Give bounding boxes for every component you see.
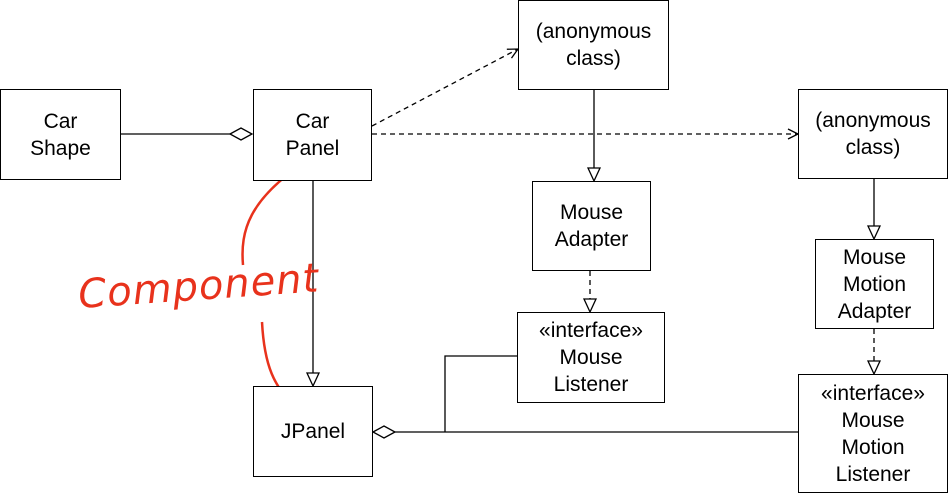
class-anonymous-1[interactable]: (anonymous class) — [518, 0, 669, 90]
class-mouse-motion-adapter-line-2: Motion — [842, 272, 907, 296]
class-anonymous-1-line-1: (anonymous — [535, 20, 652, 43]
class-mouse-adapter[interactable]: Mouse Adapter — [532, 181, 651, 271]
class-mouse-motion-adapter-line-3: Adapter — [837, 299, 912, 323]
interface-mouse-motion-listener-line-3: Motion — [841, 435, 905, 459]
interface-mouse-motion-listener-line-2: Mouse — [841, 408, 905, 432]
aggregation-diamond-carpanel — [228, 127, 254, 141]
interface-mouse-listener-line-2: Mouse — [559, 346, 623, 369]
class-mouse-adapter-line-1: Mouse — [559, 201, 624, 224]
class-car-panel[interactable]: Car Panel — [253, 89, 372, 181]
class-anonymous-1-line-2: class) — [566, 47, 621, 70]
class-car-panel-line-2: Panel — [285, 137, 340, 160]
class-car-panel-line-1: Car — [295, 110, 330, 133]
interface-mouse-listener-line-3: Listener — [553, 373, 629, 396]
class-jpanel-line-1: JPanel — [280, 420, 346, 443]
class-mouse-adapter-line-2: Adapter — [554, 228, 629, 251]
generalization-triangle-jpanel — [305, 372, 321, 388]
realization-triangle-mousemotionlistener — [866, 360, 882, 376]
interface-mouse-listener-line-1: «interface» — [539, 319, 643, 342]
interface-mouse-motion-listener-line-1: «interface» — [821, 381, 925, 405]
class-car-shape[interactable]: Car Shape — [0, 89, 121, 180]
class-anonymous-2-line-2: class) — [845, 136, 901, 159]
class-jpanel[interactable]: JPanel — [253, 386, 373, 477]
interface-mouse-listener[interactable]: «interface» Mouse Listener — [517, 312, 665, 403]
class-car-shape-line-1: Car — [43, 109, 78, 133]
class-mouse-motion-adapter[interactable]: Mouse Motion Adapter — [815, 239, 934, 329]
generalization-triangle-mousemotionadapter — [866, 225, 882, 241]
aggregation-jpanel-mouselistener — [444, 355, 517, 432]
aggregation-diamond-jpanel — [371, 425, 397, 439]
class-anonymous-2-line-1: (anonymous — [815, 109, 931, 132]
dependency-carpanel-anon1 — [371, 49, 518, 127]
realization-triangle-mouselistener — [582, 298, 598, 314]
class-car-shape-line-2: Shape — [30, 136, 91, 160]
generalization-triangle-mouseadapter — [586, 167, 602, 183]
interface-mouse-motion-listener[interactable]: «interface» Mouse Motion Listener — [798, 374, 948, 493]
class-mouse-motion-adapter-line-1: Mouse — [842, 245, 907, 269]
class-anonymous-2[interactable]: (anonymous class) — [798, 89, 948, 179]
interface-mouse-motion-listener-line-4: Listener — [835, 462, 911, 486]
